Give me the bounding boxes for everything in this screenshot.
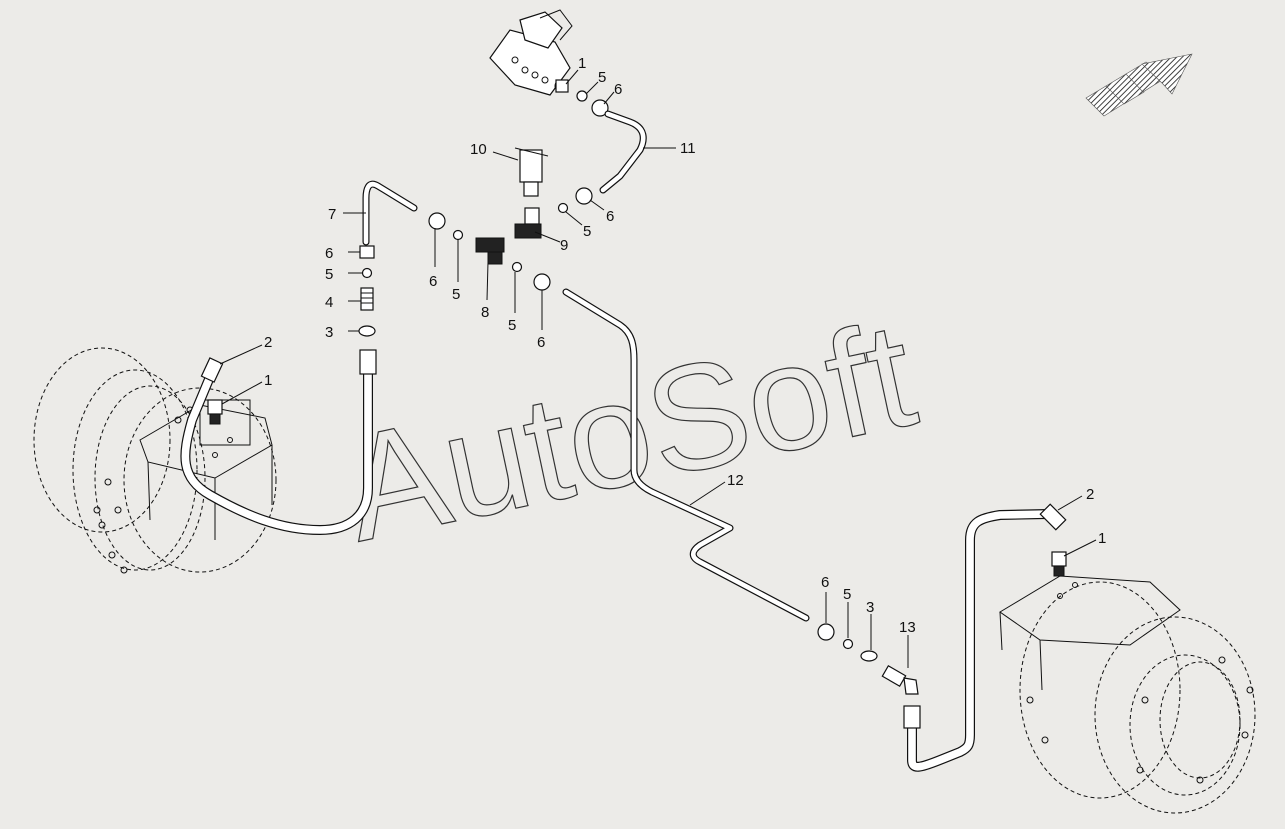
direction-arrow-icon: [1085, 53, 1193, 117]
callout-right-5: 5: [843, 586, 851, 603]
callout-right-motor-2: 2: [1086, 486, 1094, 503]
fitting-top-1: [554, 79, 569, 93]
callout-9-6: 6: [606, 208, 614, 225]
nut-left-6: [359, 245, 375, 259]
pipe-12: [562, 288, 810, 622]
seal-top-5: [576, 90, 588, 102]
leader-lines: [219, 69, 1097, 668]
callout-7: 7: [328, 206, 336, 223]
adapter-left-4: [360, 287, 374, 311]
callout-right-motor-1: 1: [1098, 530, 1106, 547]
left-wheel-motor: [33, 347, 277, 574]
washer-right-3: [860, 650, 878, 662]
callout-9: 9: [560, 237, 568, 254]
callout-left-5: 5: [325, 266, 333, 283]
callout-right-6: 6: [821, 574, 829, 591]
pipe-7: [362, 180, 418, 246]
callout-right-3: 3: [866, 599, 874, 616]
tee-fitting-9: [514, 207, 542, 239]
tee-fitting-8: [475, 237, 505, 265]
callout-top-1: 1: [578, 55, 586, 72]
callout-11: 11: [680, 140, 696, 157]
pipe-11: [599, 110, 647, 194]
nut-mid-6a: [428, 212, 446, 230]
nut-mid-6b: [533, 273, 551, 291]
right-wheel-motor: [999, 575, 1256, 814]
callout-12: 12: [727, 472, 744, 489]
seal-mid-5a: [452, 229, 464, 241]
callout-top-6: 6: [614, 81, 622, 98]
callout-left-4: 4: [325, 294, 333, 311]
washer-left-3: [358, 325, 376, 337]
hose-right: [903, 503, 1067, 772]
fitting-left-1: [207, 399, 223, 425]
seal-9-5: [557, 202, 569, 214]
nut-9-6: [575, 187, 593, 205]
callout-labels: 1 5 6 10 11 7 6 5 4 3 6 5 8 5 6 9 5 6 2 …: [264, 55, 1106, 636]
callout-mid-5b: 5: [508, 317, 516, 334]
seal-mid-5b: [511, 261, 523, 273]
callout-left-6: 6: [325, 245, 333, 262]
elbow-fitting-13: [881, 664, 919, 695]
callout-top-5: 5: [598, 69, 606, 86]
callout-13: 13: [899, 619, 916, 636]
callout-left-3: 3: [325, 324, 333, 341]
callout-left-motor-2: 2: [264, 334, 272, 351]
callout-mid-5a: 5: [452, 286, 460, 303]
hydraulic-block: [489, 9, 573, 96]
hose-left: [180, 349, 377, 535]
callout-left-motor-1: 1: [264, 372, 272, 389]
pressure-sensor-10: [514, 147, 549, 197]
callout-9-5: 5: [583, 223, 591, 240]
seal-left-5: [361, 267, 373, 279]
callout-mid-6b: 6: [537, 334, 545, 351]
callout-8: 8: [481, 304, 489, 321]
callout-mid-6a: 6: [429, 273, 437, 290]
nut-right-6: [817, 623, 835, 641]
fitting-right-1: [1051, 551, 1067, 577]
callout-10: 10: [470, 141, 487, 158]
seal-right-5: [842, 638, 854, 650]
